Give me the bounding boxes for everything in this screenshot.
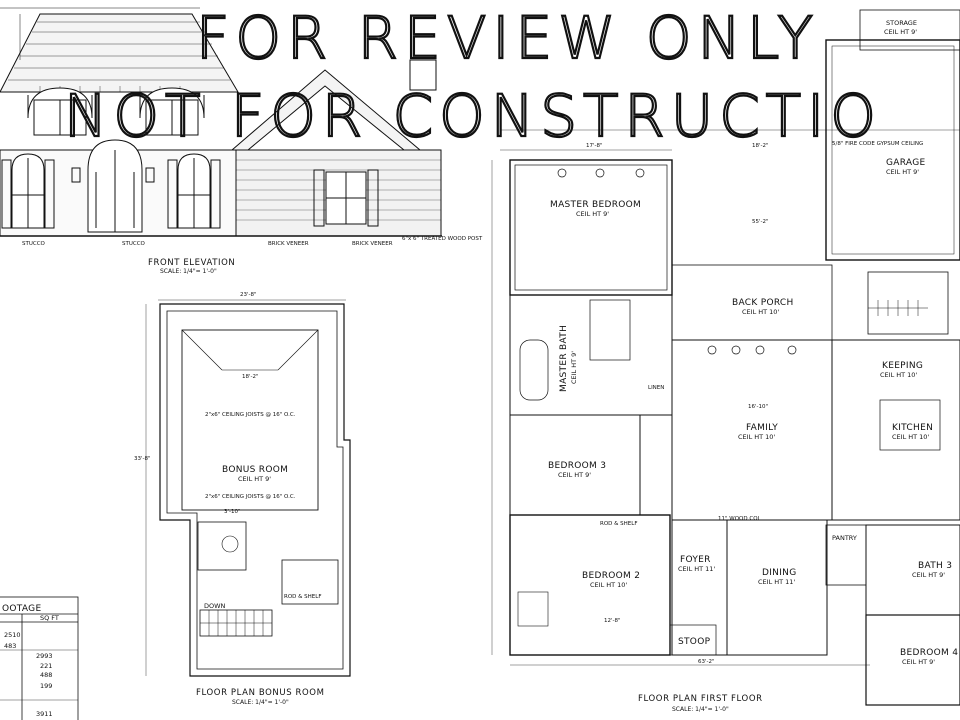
bonus-dim: 23'-8" [240, 292, 257, 298]
footage-value: 3911 [36, 710, 53, 718]
material-note: STUCCO [22, 241, 46, 247]
room-label-master-bath: MASTER BATH [559, 325, 569, 392]
room-label-master-bedroom: MASTER BEDROOM [550, 200, 641, 210]
room-label-pantry: PANTRY [832, 534, 857, 542]
watermark-not-for-construction: NOT FOR CONSTRUCTIO [64, 82, 882, 150]
plan-notes: 5/8" FIRE CODE GYPSUM CEILING LINEN ROD … [586, 141, 923, 665]
bonus-plan-title: FLOOR PLAN BONUS ROOM [196, 688, 325, 698]
room-label-stoop: STOOP [678, 637, 711, 647]
room-label-bedroom-2: BEDROOM 2 [582, 571, 640, 581]
stair-down-label: DOWN [204, 602, 226, 610]
room-label-bonus: BONUS ROOM [222, 465, 288, 475]
first-floor-plan [491, 9, 960, 706]
material-note: BRICK VENEER [352, 241, 393, 247]
room-ceiling: CEIL HT 11' [678, 565, 715, 573]
room-label-foyer: FOYER [680, 555, 711, 565]
square-footage-table [0, 596, 79, 720]
bonus-dim: 3'-10" [224, 509, 241, 515]
room-ceiling: CEIL HT 10' [880, 371, 917, 379]
room-label-bedroom-4: BEDROOM 4 [900, 648, 958, 658]
room-ceiling: CEIL HT 10' [738, 433, 775, 441]
plan-dim: 16'-10" [748, 404, 768, 410]
elevation-materials: STUCCO STUCCO BRICK VENEER BRICK VENEER … [22, 236, 483, 247]
elevation-scale: SCALE: 1/4"= 1'-0" [160, 268, 217, 275]
room-label-keeping: KEEPING [882, 361, 923, 371]
plan-note: ROD & SHELF [600, 521, 638, 527]
room-ceiling: CEIL HT 10' [742, 308, 779, 316]
room-ceiling: CEIL HT 9' [884, 28, 917, 36]
plan-dim: 63'-2" [698, 659, 715, 665]
room-label-bath-3: BATH 3 [918, 561, 952, 571]
room-label-back-porch: BACK PORCH [732, 298, 794, 308]
plan-dim: 17'-8" [586, 143, 603, 149]
front-elevation [0, 7, 442, 237]
room-ceiling: CEIL HT 9' [576, 210, 609, 218]
plan-note: 5/8" FIRE CODE GYPSUM CEILING [832, 141, 923, 147]
room-ceiling: CEIL HT 9' [886, 168, 919, 176]
elevation-title: FRONT ELEVATION [148, 258, 235, 268]
room-ceiling: CEIL HT 11' [758, 578, 795, 586]
room-label-bedroom-3: BEDROOM 3 [548, 461, 606, 471]
bonus-plan-scale: SCALE: 1/4"= 1'-0" [232, 699, 289, 706]
room-ceiling: CEIL HT 10' [590, 581, 627, 589]
plan-dim: 55'-2" [752, 219, 769, 225]
material-note: BRICK VENEER [268, 241, 309, 247]
footage-value: 199 [40, 682, 52, 690]
room-ceiling: CEIL HT 10' [892, 433, 929, 441]
footage-header: OOTAGE [2, 604, 41, 614]
plan-note: 11" WOOD COL [718, 516, 762, 522]
footage-value: 483 [4, 642, 16, 650]
footage-value: 2510 [4, 631, 21, 639]
room-labels: MASTER BEDROOM CEIL HT 9' MASTER BATH CE… [548, 19, 958, 666]
footage-value: 488 [40, 671, 52, 679]
room-label-storage: STORAGE [886, 19, 917, 27]
plan-note: LINEN [648, 385, 664, 391]
first-plan-scale: SCALE: 1/4"= 1'-0" [672, 706, 729, 713]
room-ceiling: CEIL HT 9' [570, 351, 578, 384]
room-label-family: FAMILY [746, 423, 778, 433]
bonus-dim: 33'-8" [134, 456, 151, 462]
bonus-shelf-note: ROD & SHELF [284, 594, 322, 600]
room-ceiling-bonus: CEIL HT 9' [238, 475, 271, 483]
bonus-note: 2"x6" CEILING JOISTS @ 16" O.C. [205, 412, 296, 418]
footage-col-header: SQ FT [40, 614, 59, 622]
watermark-review-only: FOR REVIEW ONLY [196, 4, 819, 72]
plan-dim: 12'-8" [604, 618, 621, 624]
material-note: 6"x 6" TREATED WOOD POST [402, 236, 483, 242]
bonus-note: 2"x6" CEILING JOISTS @ 16" O.C. [205, 494, 296, 500]
room-label-dining: DINING [762, 568, 796, 578]
room-label-kitchen: KITCHEN [892, 423, 933, 433]
plan-dim: 18'-2" [752, 143, 769, 149]
material-note: STUCCO [122, 241, 146, 247]
bonus-room-plan [145, 299, 351, 677]
room-ceiling: CEIL HT 9' [558, 471, 591, 479]
first-plan-title: FLOOR PLAN FIRST FLOOR [638, 694, 763, 704]
footage-value: 2993 [36, 652, 53, 660]
footage-value: 221 [40, 662, 52, 670]
room-label-garage: GARAGE [886, 158, 925, 168]
room-ceiling: CEIL HT 9' [902, 658, 935, 666]
room-ceiling: CEIL HT 9' [912, 571, 945, 579]
bonus-dim: 18'-2" [242, 374, 259, 380]
